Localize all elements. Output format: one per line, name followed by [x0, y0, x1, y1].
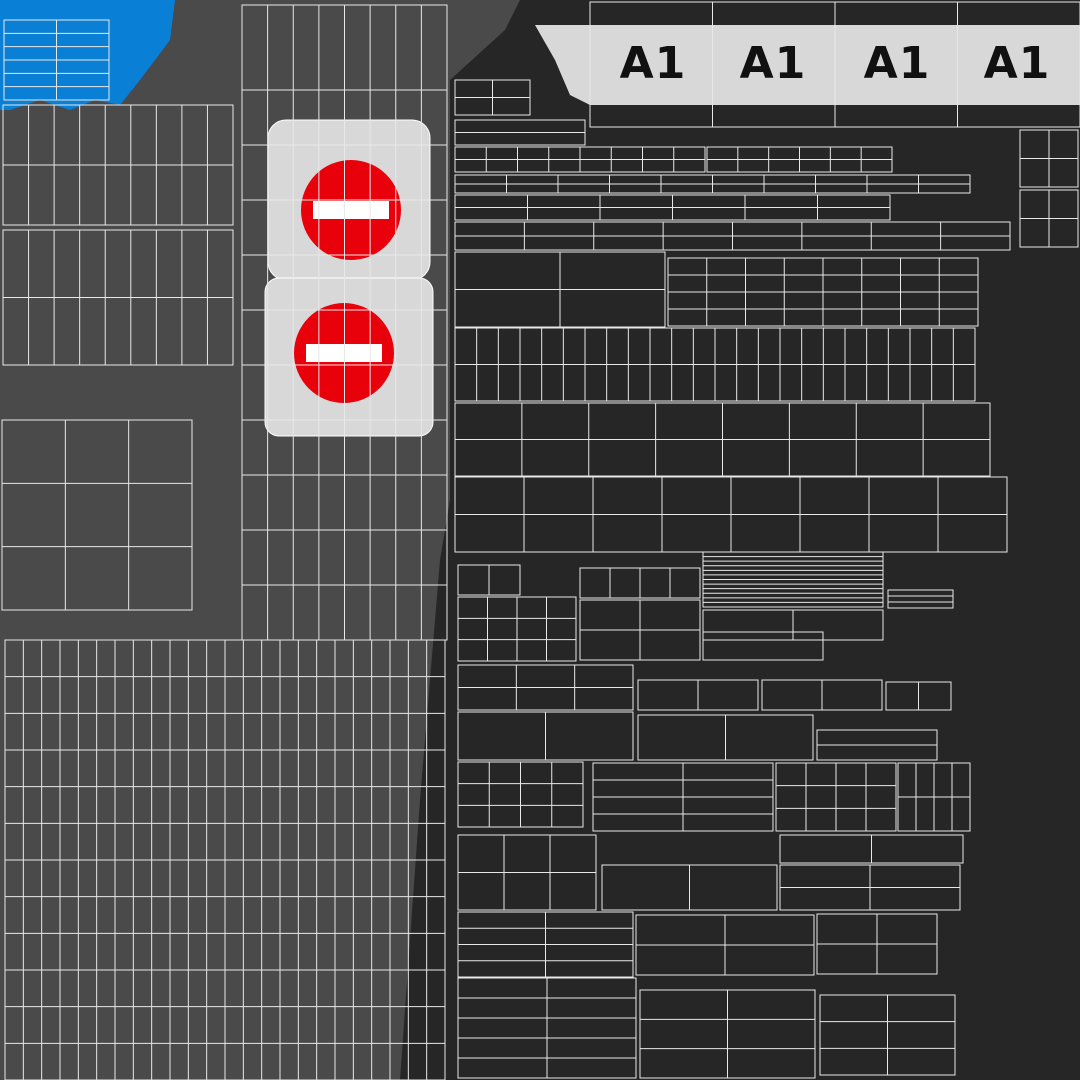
- uv-island: [457, 664, 634, 711]
- uv-island: [779, 864, 961, 911]
- uv-island: [454, 79, 531, 116]
- uv-island: [4, 639, 446, 1080]
- uv-island: [819, 994, 956, 1076]
- plate-label: A1: [863, 37, 931, 89]
- uv-island: [457, 596, 577, 662]
- plate-banner: [535, 25, 1080, 105]
- uv-island: [779, 834, 964, 864]
- uv-island: [897, 762, 971, 832]
- uv-island: [667, 257, 979, 327]
- uv-island: [589, 1, 1080, 128]
- uv-island: [761, 679, 883, 711]
- blue-region: [0, 0, 175, 110]
- uv-island: [1, 419, 193, 611]
- uv-island: [454, 146, 706, 173]
- uv-island: [457, 977, 637, 1079]
- uv-island: [3, 19, 110, 101]
- sign-panel-bottom: [264, 277, 434, 437]
- uv-island: [592, 762, 774, 832]
- uv-island: [454, 174, 971, 194]
- uv-island: [1019, 129, 1079, 188]
- uv-island: [2, 229, 234, 366]
- uv-island: [706, 146, 893, 173]
- uv-island: [637, 714, 814, 761]
- uv-island: [775, 762, 897, 832]
- plate-label: A1: [739, 37, 807, 89]
- uv-island: [637, 679, 759, 711]
- uv-island: [702, 551, 884, 608]
- uv-island: [454, 221, 1011, 251]
- uv-island: [454, 476, 1008, 553]
- uv-island: [454, 194, 891, 221]
- plate-label: A1: [983, 37, 1051, 89]
- uv-island: [454, 327, 976, 402]
- uv-island: [457, 711, 634, 761]
- uv-island: [2, 104, 234, 226]
- uv-island: [457, 834, 597, 911]
- uv-island: [639, 989, 816, 1079]
- uv-island: [457, 911, 634, 978]
- uv-island: [816, 729, 938, 761]
- uv-island: [457, 761, 584, 828]
- uv-island: [241, 89, 448, 641]
- uv-island: [702, 631, 824, 661]
- uv-island: [816, 913, 938, 975]
- uv-island: [635, 914, 815, 976]
- uv-island: [454, 251, 666, 328]
- uv-island: [579, 599, 701, 661]
- uv-island: [887, 589, 954, 609]
- uv-island: [457, 564, 521, 596]
- uv-island: [454, 119, 586, 146]
- uv-island: [702, 609, 884, 641]
- plate-label: A1: [619, 37, 687, 89]
- uv-island: [1019, 189, 1079, 248]
- uv-island: [885, 681, 952, 711]
- uv-island: [601, 864, 778, 911]
- uv-island: [454, 402, 991, 477]
- uv-island: [579, 567, 701, 599]
